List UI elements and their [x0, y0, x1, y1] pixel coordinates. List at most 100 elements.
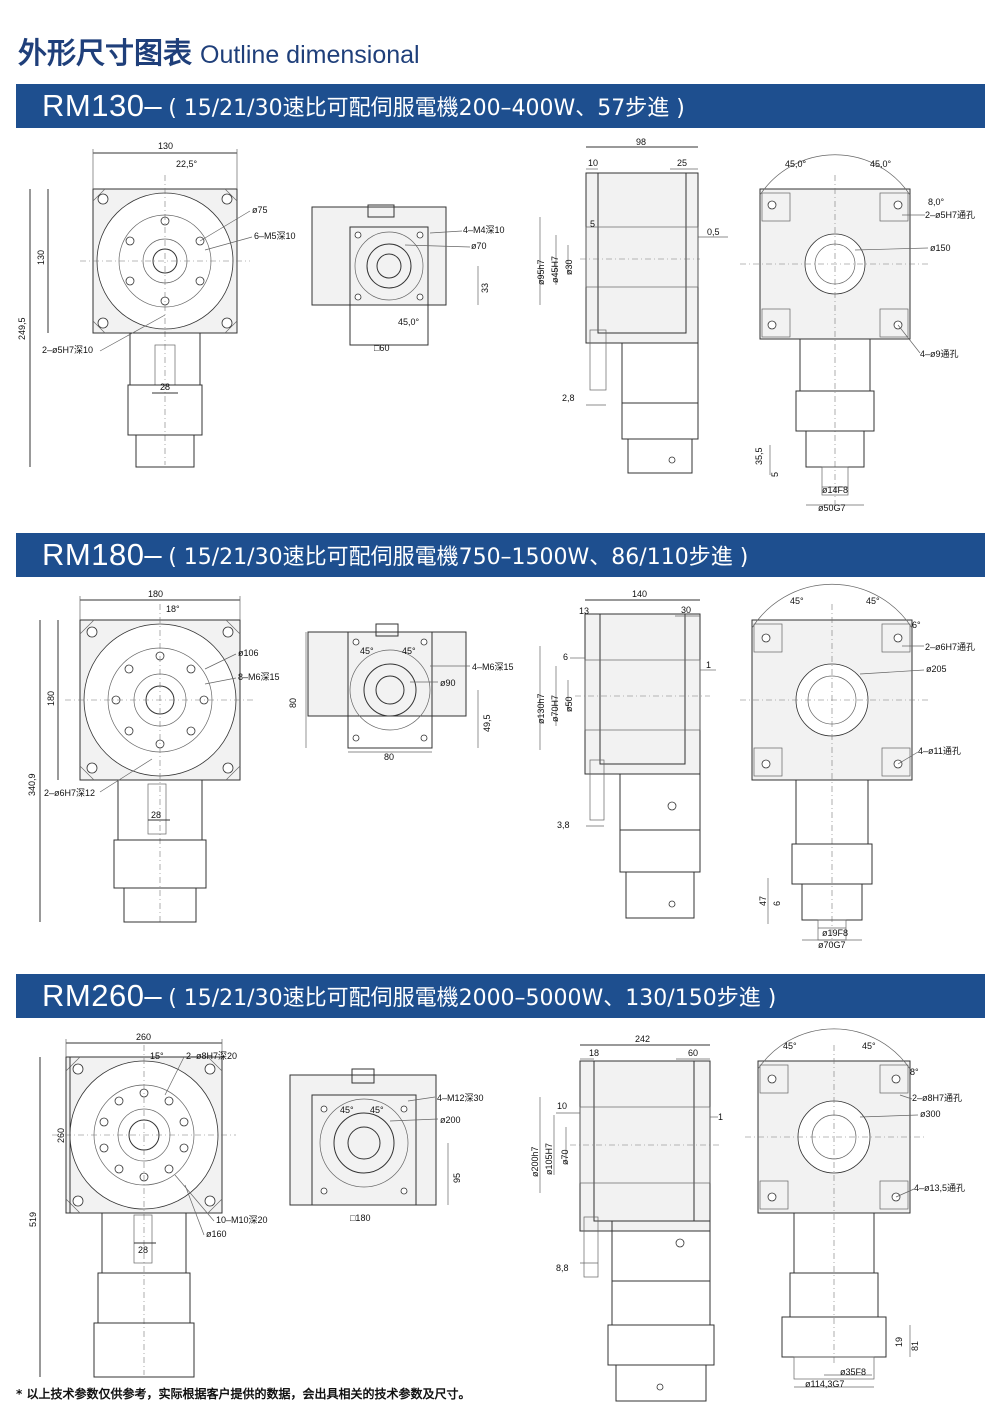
dim-shaft-dia: ø19F8	[822, 928, 848, 938]
dim-key: 28	[138, 1245, 148, 1255]
dim-height-total: 519	[28, 1212, 38, 1227]
dim-angle: 15°	[150, 1051, 164, 1061]
dim-angle2: 45°	[402, 646, 416, 656]
dim-gap: 1	[706, 660, 711, 670]
section-header-rm260: RM260– ( 15/21/30速比可配伺服電機2000–5000W、130/…	[16, 974, 985, 1018]
model-spec: ( 15/21/30速比可配伺服電機750–1500W、86/110步進 )	[168, 545, 749, 570]
dim-d2: 25	[677, 158, 687, 168]
dim-pin-angle: 8°	[910, 1067, 919, 1077]
dim-angle1: 45,0°	[785, 159, 807, 169]
dim-pin: 2–ø5H7通孔	[925, 210, 975, 220]
dim-pin: 2–ø5H7深10	[42, 345, 93, 355]
dim-angle2: 45,0°	[870, 159, 892, 169]
dim-offset: 95	[452, 1173, 462, 1183]
dim-tapped: 6–M5深10	[254, 231, 296, 241]
dim-pcd: ø75	[252, 205, 268, 215]
dim-d1: 10	[588, 158, 598, 168]
dim-pcd: ø150	[930, 243, 951, 253]
dim-d2: 60	[688, 1048, 698, 1058]
dim-tapped: 10–M10深20	[216, 1215, 268, 1225]
profile-view: 140 13 30 6 1 ø130h7 ø70H7 ø50 3,8	[536, 589, 716, 919]
front-view: 180 18° 180 340,9 ø106 8–M6深15 2–ø6H7深12…	[27, 589, 280, 924]
page-title-en: Outline dimensional	[200, 41, 420, 69]
model-spec: ( 15/21/30速比可配伺服電機200–400W、57步進 )	[168, 96, 685, 121]
drawing-rm180: 180 18° 180 340,9 ø106 8–M6深15 2–ø6H7深12…	[27, 583, 975, 950]
dim-gap: 1	[718, 1112, 723, 1122]
dim-shaft-len: 81	[910, 1341, 920, 1351]
section-header-rm180: RM180– ( 15/21/30速比可配伺服電機750–1500W、86/11…	[16, 533, 985, 577]
dim-dia2: ø105H7	[544, 1143, 554, 1175]
dim-shaft-len: 35,5	[754, 447, 764, 465]
dim-pcd: ø205	[926, 664, 947, 674]
dim-tapped: 4–M4深10	[463, 225, 505, 235]
dim-tapped: 4–M6深15	[472, 662, 514, 672]
model-name: RM130–	[42, 88, 163, 123]
dim-length: 98	[636, 137, 646, 147]
drawing-rm260: 260 15° 2–ø8H7深20 260 519 10–M10深20 ø160…	[28, 1028, 965, 1402]
dim-pcd: ø300	[920, 1109, 941, 1119]
end-view: 45° 45° 8° 2–ø8H7通孔 ø300 4–ø13,5通孔 81 19…	[745, 1028, 965, 1389]
dim-pcd: ø160	[206, 1229, 227, 1239]
dim-d3: 5	[590, 219, 595, 229]
end-view: 45° 45° 6° 2–ø6H7通孔 ø205 4–ø11通孔 47 6 ø1…	[740, 583, 975, 950]
dim-pin: 2–ø8H7深20	[186, 1051, 237, 1061]
front-view: 130 22,5° 130 249,5 ø75 6–M5深10 2–ø5H7深1…	[17, 141, 296, 468]
dim-shaft-dia: ø14F8	[822, 485, 848, 495]
dim-pcd: ø106	[238, 648, 259, 658]
dim-height-flange: 260	[56, 1128, 66, 1143]
dim-width: 180	[148, 589, 163, 599]
dim-dia1: ø200h7	[530, 1146, 540, 1177]
profile-view: 242 18 60 10 1 ø200h7 ø105H7 ø70 8,8	[530, 1034, 723, 1402]
dim-spigot: ø50G7	[818, 503, 846, 513]
dim-offset: 49,5	[482, 714, 492, 732]
dim-dia3: ø50	[564, 696, 574, 712]
dim-key-len: 19	[894, 1337, 904, 1347]
side-view: 45° 45° 4–M12深30 ø200 95 □180	[289, 1068, 484, 1223]
dim-height-total: 249,5	[17, 317, 27, 340]
dim-angle1: 45°	[340, 1105, 354, 1115]
dim-d1: 13	[579, 606, 589, 616]
dim-width: 260	[136, 1032, 151, 1042]
dim-key: 28	[160, 382, 170, 392]
dim-shaft-len: 47	[758, 896, 768, 906]
dim-angle1: 45°	[783, 1041, 797, 1051]
dim-base: 3,8	[557, 820, 570, 830]
dim-tapped: 4–M12深30	[437, 1093, 484, 1103]
dim-pin: 2–ø6H7深12	[44, 788, 95, 798]
dim-base: 8,8	[556, 1263, 569, 1273]
dim-holes: 4–ø13,5通孔	[914, 1183, 965, 1193]
side-view: 4–M4深10 ø70 33 45,0° □60	[311, 204, 505, 353]
dim-angle: 22,5°	[176, 159, 198, 169]
model-name: RM180–	[42, 537, 163, 572]
section-header-rm130: RM130– ( 15/21/30速比可配伺服電機200–400W、57步進 )	[16, 84, 985, 128]
model-name: RM260–	[42, 978, 163, 1013]
dim-holes: 4–ø11通孔	[918, 746, 961, 756]
dim-spigot: ø114,3G7	[805, 1379, 844, 1389]
dim-angle: 18°	[166, 604, 180, 614]
side-view: 45° 45° 4–M6深15 ø90 80 49,5 80	[288, 623, 514, 762]
dim-angle: 45,0°	[398, 317, 420, 327]
dim-dia3: ø30	[564, 259, 574, 275]
end-view: 45,0° 45,0° 8,0° 2–ø5H7通孔 ø150 4–ø9通孔 35…	[740, 154, 975, 513]
dim-angle2: 45°	[862, 1041, 876, 1051]
dim-key-len: 6	[772, 901, 782, 906]
dim-d3: 10	[557, 1101, 567, 1111]
dim-gap: 0,5	[707, 227, 720, 237]
front-view: 260 15° 2–ø8H7深20 260 519 10–M10深20 ø160…	[28, 1032, 268, 1378]
dim-height-flange: 180	[46, 691, 56, 706]
dim-pin-angle: 6°	[912, 620, 921, 630]
dim-height-flange: 130	[36, 250, 46, 265]
dim-length: 242	[635, 1034, 650, 1044]
footnote: * 以上技术参数仅供参考，实际根据客户提供的数据，会出具相关的技术参数及尺寸。	[16, 1387, 471, 1401]
dim-length: 140	[632, 589, 647, 599]
dim-d2: 30	[681, 605, 691, 615]
dim-angle2: 45°	[370, 1105, 384, 1115]
dim-pin: 2–ø8H7通孔	[912, 1093, 962, 1103]
dim-offset: 33	[480, 283, 490, 293]
dim-dia1: ø130h7	[536, 693, 546, 724]
dim-angle1: 45°	[360, 646, 374, 656]
dim-angle2: 45°	[866, 596, 880, 606]
dim-height: 80	[288, 698, 298, 708]
dim-pcd: ø90	[440, 678, 456, 688]
dim-square: □180	[350, 1213, 370, 1223]
